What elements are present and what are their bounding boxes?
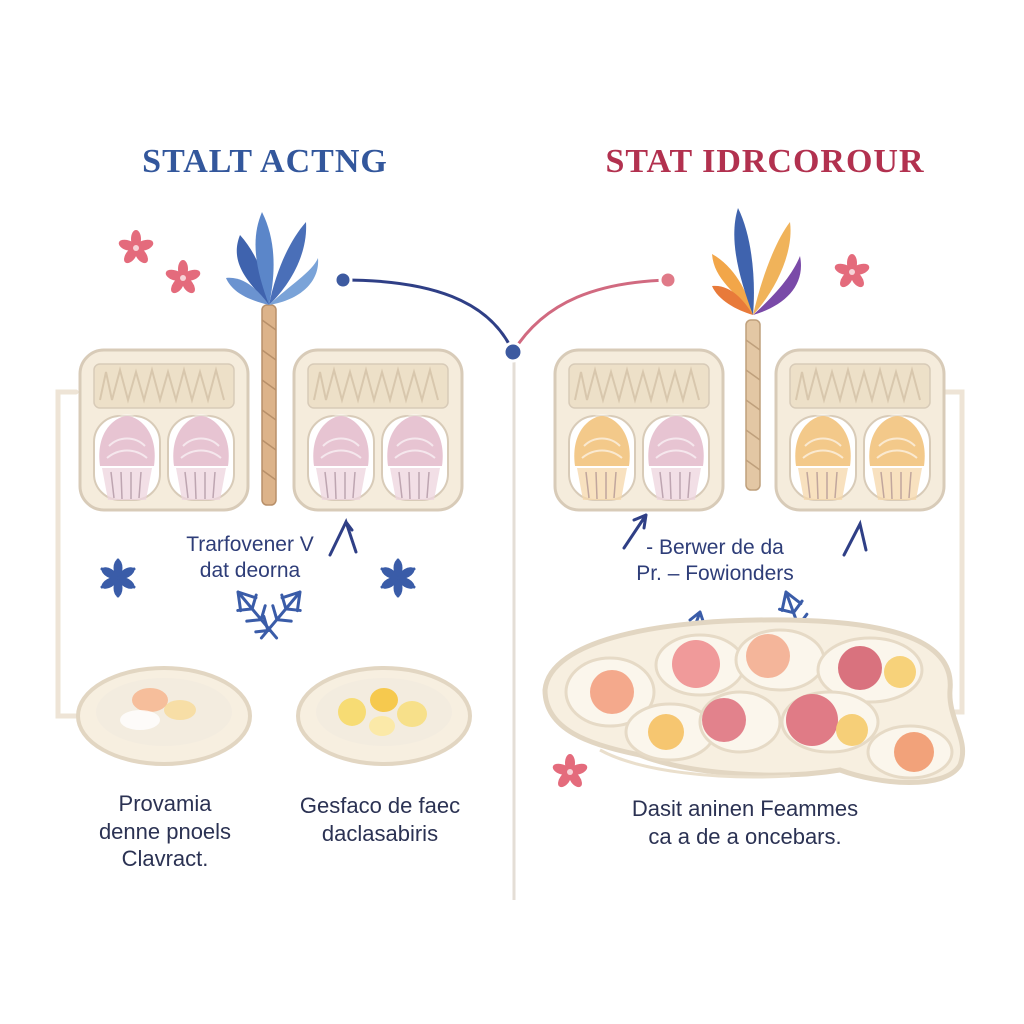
caption-left-bottom-2: Gesfaco de faec daclasabiris [299, 793, 461, 846]
tray-left-2 [292, 348, 464, 512]
left-frame [55, 389, 83, 719]
bowl-left-1 [76, 666, 252, 766]
caption-right-bottom: Dasit aninen Feammes ca a de a oncebars. [631, 796, 859, 849]
leaf-bouquet-icon-left [226, 212, 319, 506]
arrow-icon [328, 518, 358, 557]
cupcake-icon [794, 413, 852, 501]
platter-edge [599, 748, 791, 779]
leaf-bouquet-icon-right [712, 208, 801, 491]
title-left: STALT ACTNG [142, 143, 388, 180]
node-right [658, 270, 678, 290]
flower-icon [833, 254, 871, 290]
cupcake-icon [98, 413, 156, 501]
flower-icon [551, 754, 589, 790]
caption-left-bottom-1: Provamia denne pnoels Clavract. [98, 791, 232, 871]
flower-icon [164, 260, 202, 296]
title-right: STAT IDRCOROUR [605, 143, 925, 180]
cupcake-icon [868, 413, 926, 501]
cupcake-icon [172, 413, 230, 501]
bowl-left-2 [296, 666, 472, 766]
tray-right-1 [553, 348, 725, 512]
connector-right [511, 278, 669, 353]
cupcake-icon [647, 413, 705, 501]
arrow-icon [842, 519, 868, 557]
cupcake-icon [573, 413, 631, 501]
arrow-icon [622, 513, 648, 550]
node-center [502, 341, 524, 363]
tray-left-1 [78, 348, 250, 512]
cupcake-icon [386, 413, 444, 501]
caption-right-middle: - Berwer de da Pr. – Fowionders [636, 536, 794, 586]
connector-left [342, 278, 515, 353]
tray-right-2 [774, 348, 946, 512]
flower-icon [117, 230, 155, 266]
node-left [333, 270, 353, 290]
arrow-icon [250, 582, 311, 648]
platter-right [542, 617, 966, 785]
caption-left-middle: Trarfovener V dat deorna [186, 533, 314, 583]
snowflake-icon [98, 558, 138, 598]
arrow-icon [227, 582, 288, 648]
snowflake-icon [378, 558, 418, 598]
cupcake-icon [312, 413, 370, 501]
